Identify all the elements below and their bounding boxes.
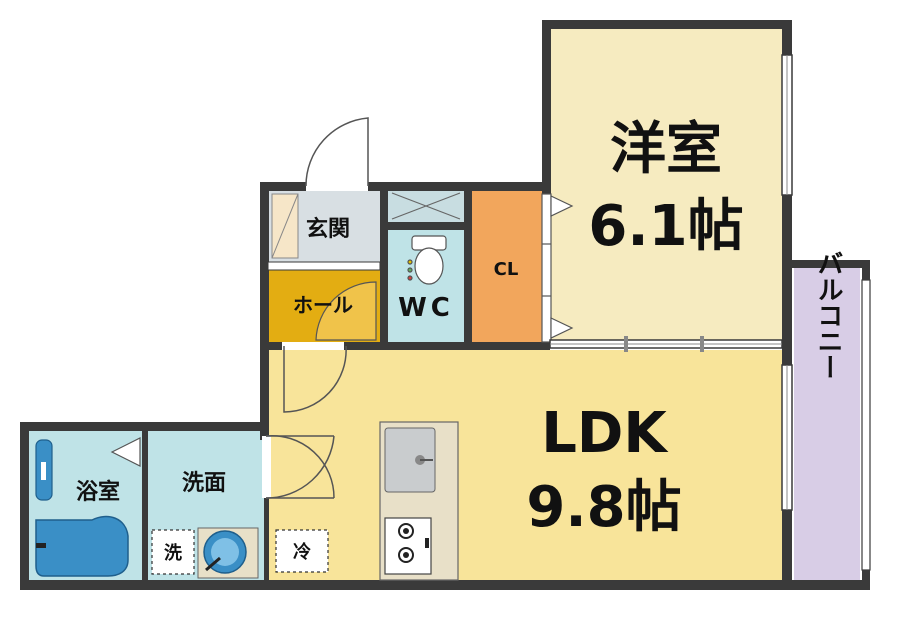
- entrance-label: 玄関: [306, 216, 350, 242]
- western-room-fill: [550, 28, 782, 346]
- closet-label: CL: [494, 259, 519, 280]
- front-door: [305, 117, 369, 191]
- washroom-door: [262, 434, 335, 499]
- western-room-name: 洋室: [610, 117, 722, 182]
- closet-fill: [472, 190, 544, 342]
- toilet-label: WC: [398, 293, 454, 323]
- window-ldk: [781, 364, 793, 511]
- closet-doors: [541, 193, 574, 343]
- western-ldk-sliding-door: [549, 336, 783, 352]
- balcony-label: バルコニー: [813, 250, 843, 380]
- fridge-space: [275, 529, 329, 573]
- window-balcony: [861, 279, 871, 571]
- window-western: [781, 54, 793, 196]
- washroom-label: 洗面: [182, 471, 226, 496]
- ldk-room-name: LDK: [541, 401, 669, 466]
- fridge-label: 冷: [293, 541, 311, 563]
- ldk-room-size: 9.8帖: [526, 475, 681, 540]
- bathtub-icon: [35, 515, 129, 577]
- kitchen-counter: [379, 421, 459, 581]
- hall-door: [315, 281, 377, 341]
- shower-icon: [35, 439, 53, 501]
- balcony-fill: [794, 268, 860, 580]
- ldk-door: [282, 342, 347, 413]
- bath-door: [110, 437, 141, 467]
- washer-label: 洗: [164, 542, 182, 564]
- ldk-room-fill: [268, 350, 782, 580]
- wash-basin-icon: [197, 527, 259, 579]
- walls: [20, 20, 870, 590]
- bath-label: 浴室: [76, 479, 120, 505]
- western-room-size: 6.1帖: [588, 194, 743, 259]
- duct-icon: [391, 192, 461, 220]
- toilet-icon: [407, 235, 447, 285]
- shoe-cabinet: [271, 193, 299, 259]
- hall-label: ホール: [293, 293, 353, 317]
- washer-space: [151, 529, 195, 575]
- entrance-step: [267, 261, 381, 271]
